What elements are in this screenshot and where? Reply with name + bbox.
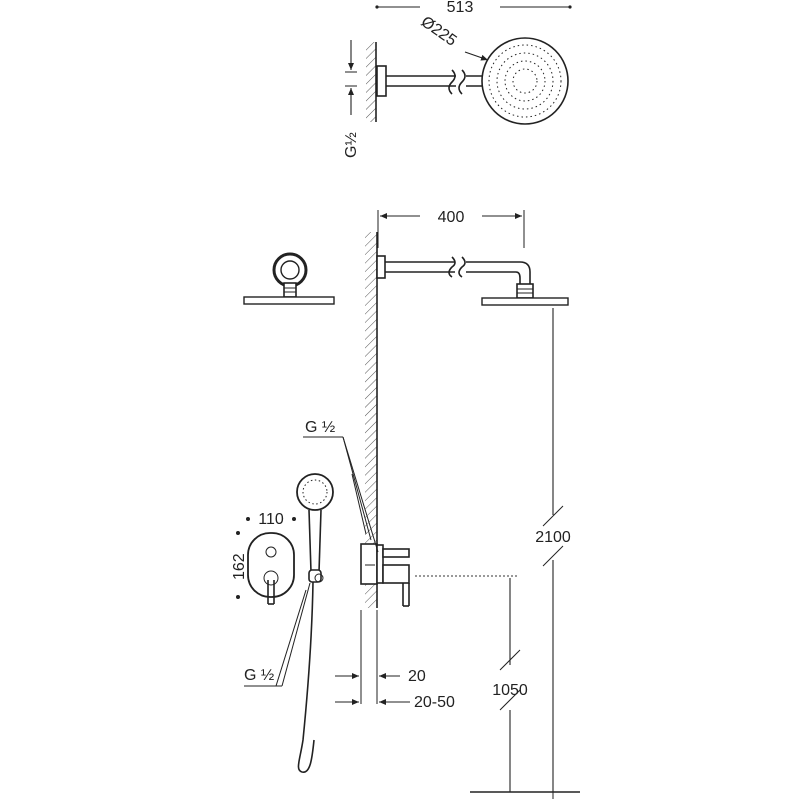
shower-arm-side [376, 255, 569, 306]
dimension-wall-depth: 20 20-50 [335, 610, 455, 711]
wall-flange-top [376, 65, 387, 97]
label-wall-depth: 20 [408, 668, 426, 685]
top-view: 513 Ø225 G½ [343, 0, 572, 158]
label-head-height: 2100 [535, 529, 571, 546]
dimension-head-height: 2100 [535, 308, 571, 799]
mixer-side [360, 543, 410, 607]
label-arm-length: 400 [438, 209, 465, 226]
label-wall-depth-range: 20-50 [414, 694, 455, 711]
label-plate-height: 162 [231, 553, 248, 580]
dimension-plate-width: 110 [246, 511, 296, 528]
dimension-plate-height: 162 [231, 531, 248, 599]
dimension-thread-hand: G ½ [244, 582, 311, 687]
label-thread-top: G½ [343, 132, 360, 158]
label-mixer-height: 1050 [492, 682, 528, 699]
dimension-arm-length: 400 [377, 209, 525, 248]
dimension-top-width: 513 [375, 0, 572, 16]
shower-head-top [481, 37, 569, 125]
label-plate-width: 110 [258, 511, 284, 528]
wall-top-hatch [366, 42, 376, 122]
shower-head-side-large [481, 297, 569, 306]
label-top-width: 513 [447, 0, 474, 16]
dimension-thread-mixer: G ½ [303, 419, 379, 553]
dimension-thread-top: G½ [343, 40, 360, 158]
shower-head-side-small [243, 252, 335, 305]
hand-shower [296, 473, 334, 773]
dimension-head-diameter: Ø225 [418, 13, 489, 61]
label-thread-hand: G ½ [244, 667, 274, 684]
mixer-plate-front [247, 532, 295, 605]
label-thread-mixer: G ½ [305, 419, 335, 436]
label-head-diameter: Ø225 [418, 13, 460, 49]
dimension-mixer-height: 1050 [415, 575, 528, 792]
